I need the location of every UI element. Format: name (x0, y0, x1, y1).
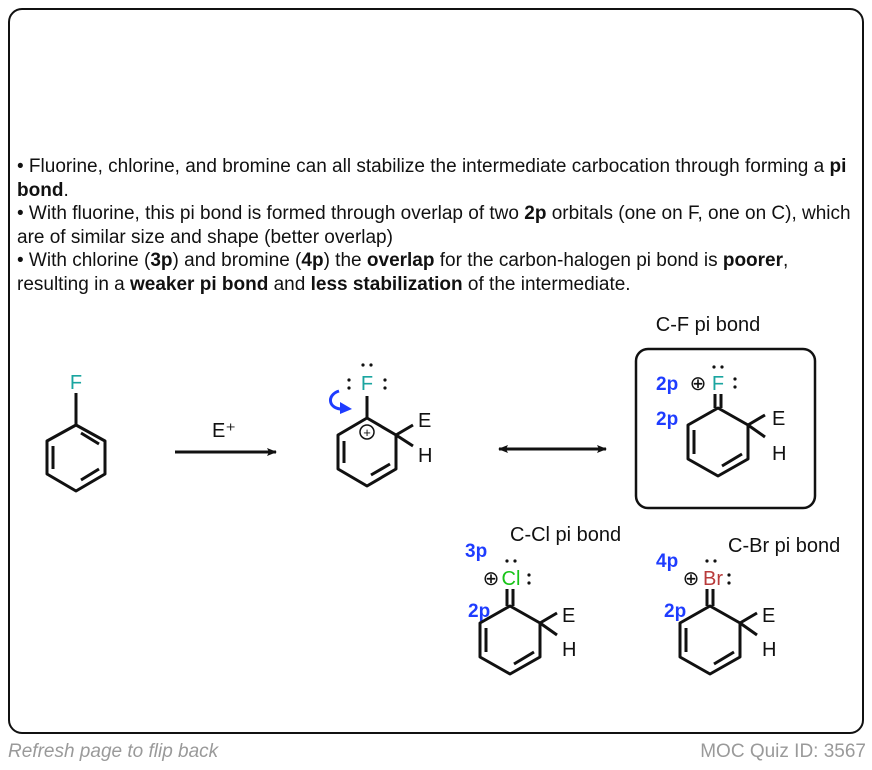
text-run: of the intermediate. (462, 273, 631, 295)
h-label: H (562, 639, 576, 661)
plus-charge-icon: ⊕ (683, 568, 700, 590)
bold-term: weaker pi bond (130, 273, 269, 295)
electrophile-label: E⁺ (212, 420, 236, 442)
h-label: H (772, 443, 786, 465)
orbital-label: 2p (468, 601, 490, 622)
ccl-structure: C-Cl pi bond 3p 2p ⊕ Cl E H (465, 524, 621, 676)
bromine-atom: Br (703, 568, 723, 590)
orbital-label: 2p (656, 409, 678, 430)
e-label: E (562, 605, 575, 627)
bold-term: 3p (150, 250, 173, 271)
chlorine-atom: Cl (502, 568, 521, 590)
fluorobenzene: F (45, 372, 107, 493)
bullet-point: • Fluorine, chlorine, and bromine can al… (17, 155, 857, 202)
cf-structure: C-F pi bond 2p 2p ⊕ F E H (634, 314, 817, 510)
plus-charge-icon (359, 424, 375, 440)
cbr-title: C-Br pi bond (728, 535, 840, 557)
text-run: • With fluorine, this pi bond is formed … (17, 203, 525, 224)
orbital-label: 2p (656, 374, 678, 395)
explanation-text: • Fluorine, chlorine, and bromine can al… (17, 155, 857, 296)
text-run: • With chlorine ( (17, 250, 151, 271)
text-run: ) and bromine ( (172, 250, 302, 271)
text-run: for the carbon-halogen pi bond is (434, 250, 723, 271)
bold-term: poorer (722, 250, 784, 271)
flip-back-link[interactable]: Refresh page to flip back (8, 741, 219, 762)
text-run: , resulting in a (17, 250, 789, 295)
lone-pairs (347, 363, 387, 390)
fluorine-atom: F (712, 373, 724, 395)
h-label: H (418, 445, 432, 467)
bold-term: pi bond (17, 156, 847, 201)
text-run: ) the (323, 250, 367, 271)
e-label: E (762, 605, 775, 627)
text-run: • Fluorine, chlorine, and bromine can al… (17, 156, 830, 177)
bold-term: 4p (301, 250, 324, 271)
text-run: and (268, 273, 311, 295)
orbital-label: 3p (465, 541, 487, 562)
text-run: . (63, 179, 69, 201)
e-label: E (418, 410, 431, 432)
plus-charge-icon: ⊕ (690, 373, 707, 395)
ccl-title: C-Cl pi bond (510, 524, 621, 546)
bold-term: 2p (524, 203, 547, 224)
text-run: orbitals (one on F, one on C), which are… (17, 203, 851, 248)
plus-charge-icon: ⊕ (483, 568, 500, 590)
arenium-intermediate: F + E H (329, 363, 432, 488)
orbital-label: 2p (664, 601, 686, 622)
h-label: H (762, 639, 776, 661)
cf-title: C-F pi bond (656, 314, 761, 336)
reaction-arrow: E⁺ (175, 420, 277, 456)
bullet-point: • With chlorine (3p) and bromine (4p) th… (17, 249, 857, 296)
svg-text:+: + (363, 425, 371, 440)
bullet-point: • With fluorine, this pi bond is formed … (17, 202, 857, 249)
fluorine-atom: F (70, 372, 82, 394)
orbital-label: 4p (656, 551, 678, 572)
e-label: E (772, 408, 785, 430)
fluorine-atom: F (361, 373, 373, 395)
bold-term: less stabilization (310, 273, 463, 295)
quiz-id: MOC Quiz ID: 3567 (700, 741, 866, 762)
bold-term: overlap (366, 250, 435, 271)
cbr-structure: C-Br pi bond 4p 2p ⊕ Br E H (656, 535, 840, 676)
